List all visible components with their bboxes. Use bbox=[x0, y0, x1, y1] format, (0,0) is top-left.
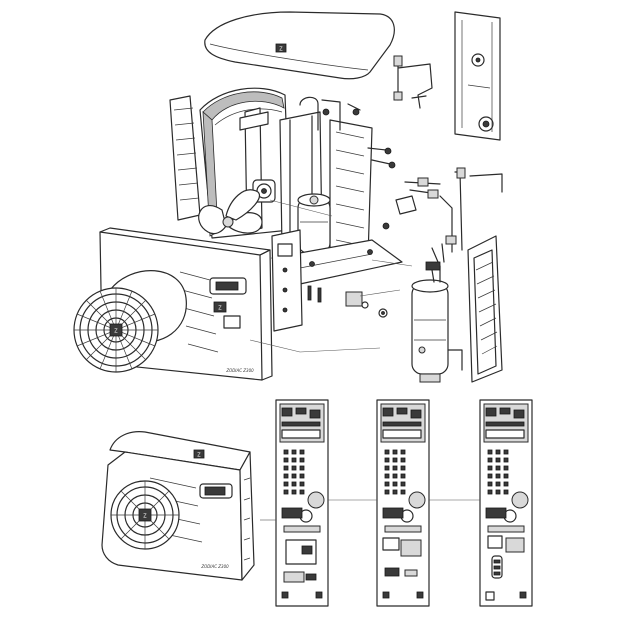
assembled-logo: Z bbox=[197, 453, 201, 459]
leader-lines bbox=[249, 199, 413, 353]
compressor bbox=[411, 261, 463, 383]
front-logo-badge bbox=[213, 301, 227, 313]
assembled-unit: Z ZODIAC Z300 Z bbox=[101, 431, 255, 581]
refrigerant-pipe-right bbox=[431, 167, 503, 263]
compressor-inner bbox=[297, 193, 331, 254]
left-side-grille bbox=[169, 95, 201, 221]
fan-blade bbox=[198, 189, 263, 235]
assembled-logo-badge bbox=[193, 449, 205, 459]
cover-logo-badge bbox=[275, 43, 287, 53]
fan-guard: Z bbox=[73, 287, 159, 373]
right-side-grille bbox=[467, 235, 503, 383]
refrigerant-pipe-top bbox=[393, 55, 433, 109]
front-logo: Z bbox=[218, 306, 222, 312]
top-cover: Z bbox=[204, 11, 395, 80]
rear-panel-top bbox=[454, 11, 501, 141]
control-board-1 bbox=[275, 399, 329, 607]
control-board-3 bbox=[479, 399, 533, 607]
control-box-plate bbox=[271, 229, 303, 332]
board-leader-lines bbox=[260, 499, 480, 521]
fasteners bbox=[307, 285, 388, 318]
assembled-signature: ZODIAC Z300 bbox=[200, 564, 229, 569]
cover-logo: Z bbox=[279, 47, 283, 53]
control-board-2 bbox=[376, 399, 430, 607]
front-panel-signature: ZODIAC Z300 bbox=[225, 368, 254, 373]
display-window bbox=[215, 281, 239, 291]
base-plate bbox=[271, 239, 403, 285]
fan-logo: Z bbox=[114, 329, 118, 335]
assembled-fan-logo: Z bbox=[143, 514, 147, 520]
valve-fittings bbox=[367, 147, 441, 230]
